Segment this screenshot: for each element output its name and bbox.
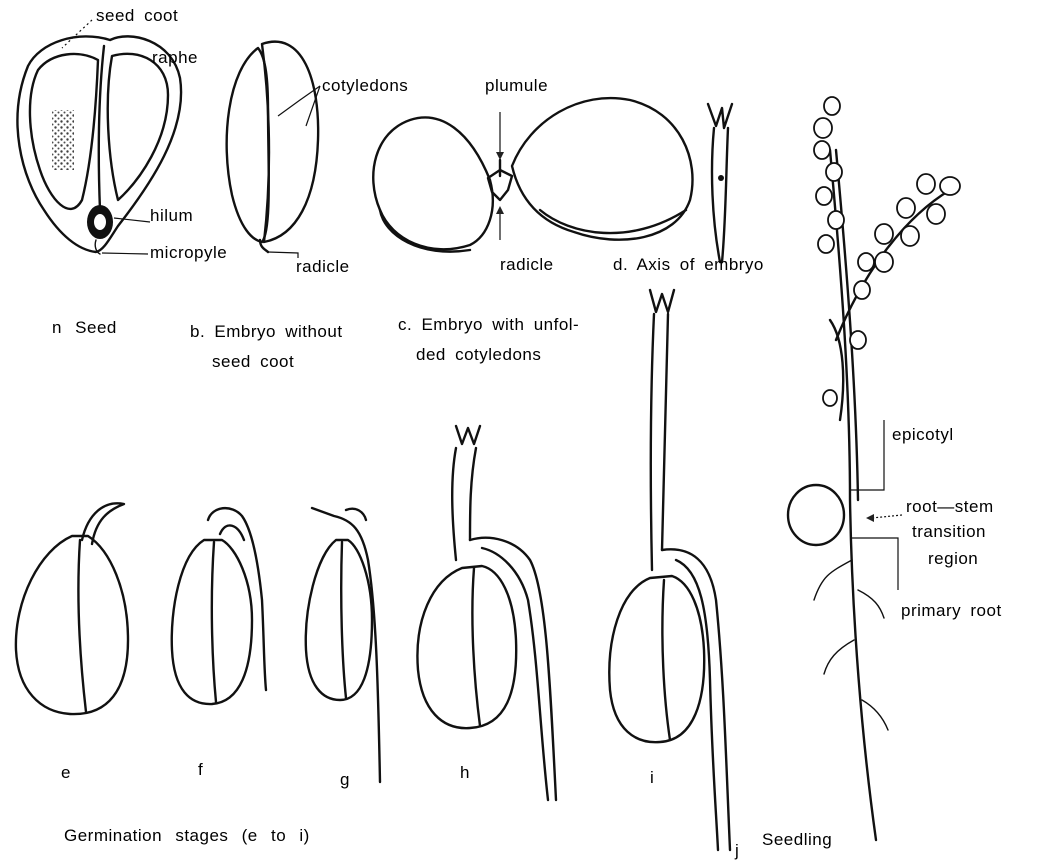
- hilum-leader: [114, 218, 150, 222]
- seed-coat-label: seed coot: [96, 6, 178, 26]
- micropyle-leader: [102, 253, 148, 254]
- germination-caption: Germination stages (e to i): [64, 826, 310, 846]
- micropyle-label: micropyle: [150, 243, 227, 263]
- stage-j-label: j: [735, 841, 739, 861]
- transition-label-line1: root—stem: [906, 497, 994, 517]
- stage-i-label: i: [650, 768, 654, 788]
- primary-root-bracket: [852, 538, 898, 590]
- transition-arrow: [872, 515, 902, 518]
- stage-f-label: f: [198, 760, 203, 780]
- embryo-b-caption-line2: seed coot: [212, 352, 294, 372]
- seed-caption: n Seed: [52, 318, 117, 338]
- plumule-label: plumule: [485, 76, 548, 96]
- embryo-b-caption-line1: b. Embryo without: [190, 322, 343, 342]
- radicle-b-leader: [268, 252, 298, 258]
- hilum-label: hilum: [150, 206, 193, 226]
- raphe-label: raphe: [152, 48, 198, 68]
- seedling-caption: Seedling: [762, 830, 832, 850]
- seed-coat-leader: [62, 20, 92, 48]
- germination-stage-h-drawing: [417, 426, 556, 800]
- cotyledons-leader-1: [278, 86, 320, 116]
- radicle-c-label: radicle: [500, 255, 554, 275]
- transition-label-line2: transition: [912, 522, 986, 542]
- stage-h-label: h: [460, 763, 470, 783]
- primary-root-label: primary root: [901, 601, 1002, 621]
- stage-g-label: g: [340, 770, 350, 790]
- germination-stage-g-drawing: [306, 508, 380, 782]
- radicle-b-label: radicle: [296, 257, 350, 277]
- epicotyl-label: epicotyl: [892, 425, 954, 445]
- embryo-axis-caption: d. Axis of embryo: [613, 255, 764, 275]
- germination-stage-i-drawing: [609, 290, 730, 850]
- embryo-axis-drawing: [708, 104, 732, 262]
- seedling-drawing: [788, 97, 960, 840]
- embryo-c-caption-line1: c. Embryo with unfol-: [398, 315, 579, 335]
- stage-e-label: e: [61, 763, 71, 783]
- unfolded-embryo-drawing: [373, 98, 692, 252]
- embryo-without-coat-drawing: [227, 42, 318, 252]
- cotyledons-label: cotyledons: [322, 76, 408, 96]
- germination-stage-e-drawing: [16, 503, 128, 714]
- embryo-c-caption-line2: ded cotyledons: [416, 345, 541, 365]
- transition-label-line3: region: [928, 549, 978, 569]
- germination-stage-f-drawing: [172, 508, 266, 704]
